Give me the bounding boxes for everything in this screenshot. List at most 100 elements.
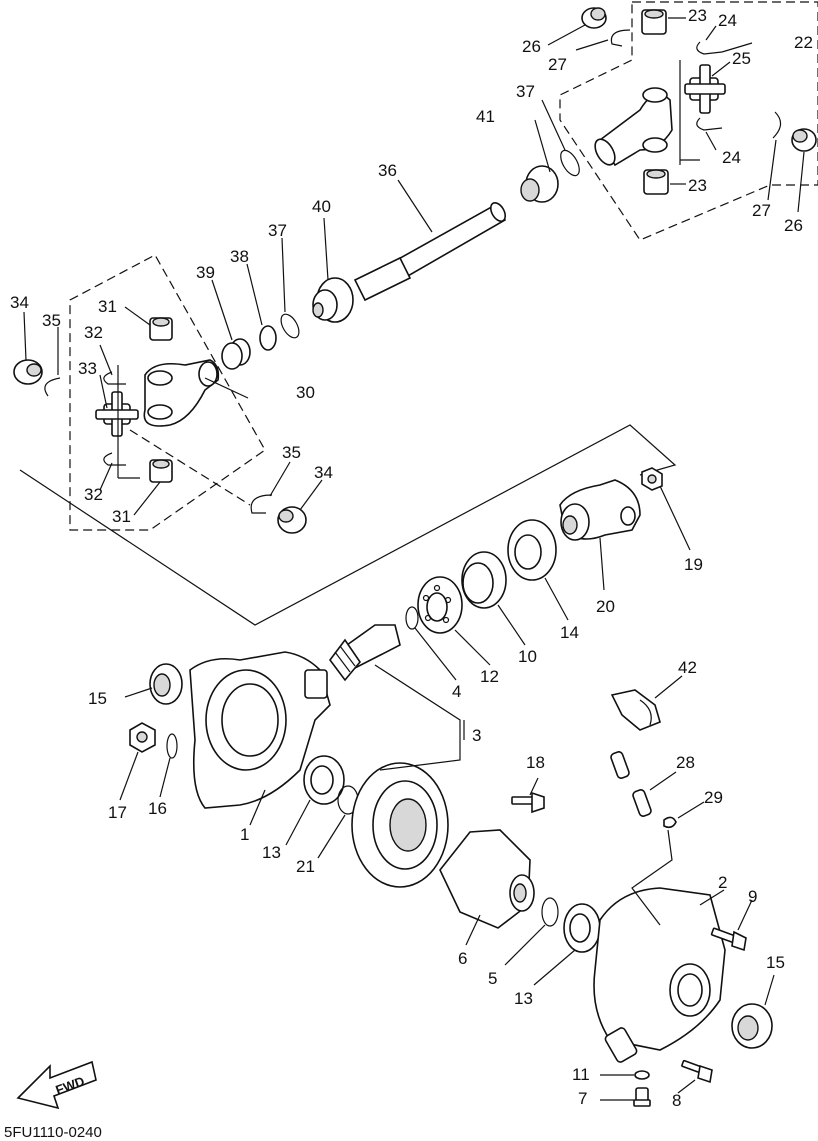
circlip-27-left (610, 29, 631, 47)
clip-29 (663, 816, 677, 829)
label-8: 8 (672, 1091, 681, 1110)
pin-28-lower (632, 789, 652, 817)
label-16: 16 (148, 799, 167, 818)
label-32b: 32 (84, 485, 103, 504)
bearing-13-left (303, 755, 345, 805)
part-number-labels: 22 23 24 25 26 27 24 23 27 26 37 41 36 4… (10, 6, 813, 1110)
bearing-cap-26-left (581, 7, 607, 29)
ring-gear (351, 762, 449, 888)
bearing-cap-34-left (13, 359, 43, 385)
clamp-42 (610, 689, 661, 731)
label-34b: 34 (314, 463, 333, 482)
nut-19 (641, 467, 663, 491)
yoke-lower (143, 359, 220, 427)
bearing-cap-26-right (791, 128, 817, 152)
differential-lower (129, 651, 773, 1107)
bearing-cap-31-top (149, 317, 173, 341)
universal-joint-assembly-lower (13, 254, 307, 534)
label-7: 7 (578, 1089, 587, 1108)
label-39: 39 (196, 263, 215, 282)
oil-seal-15-right (731, 1003, 773, 1049)
label-26b: 26 (784, 216, 803, 235)
label-33: 33 (78, 359, 97, 378)
yoke-upper (594, 87, 673, 167)
washer-11 (634, 1070, 650, 1080)
fwd-arrow-indicator: FWD (16, 1060, 97, 1110)
label-15a: 15 (88, 689, 107, 708)
circlip-37-upper (560, 149, 580, 177)
label-31b: 31 (112, 507, 131, 526)
label-11: 11 (572, 1065, 590, 1084)
label-19: 19 (684, 555, 703, 574)
label-3: 3 (472, 726, 481, 745)
label-35b: 35 (282, 443, 301, 462)
pinion-gear (329, 624, 401, 682)
bolt-8 (681, 1059, 713, 1084)
leader-lines (23, 17, 805, 1101)
bearing-housing-10 (461, 551, 507, 609)
o-ring-16 (166, 733, 178, 759)
circlip-27-right (772, 111, 782, 139)
label-37b: 37 (268, 221, 287, 240)
label-29: 29 (704, 788, 723, 807)
circlip-35-left (44, 377, 61, 397)
boot-40 (312, 277, 354, 323)
bearing-cap-23-bottom (643, 169, 669, 195)
label-27a: 27 (548, 55, 567, 74)
pin-28-upper (610, 751, 630, 779)
label-17: 17 (108, 803, 127, 822)
label-12: 12 (480, 667, 499, 686)
pinion-bearing-row (329, 467, 663, 682)
label-23a: 23 (688, 6, 707, 25)
washer-38 (259, 325, 277, 351)
label-2: 2 (718, 873, 727, 892)
bearing-13-right (563, 903, 601, 953)
label-15b: 15 (766, 953, 785, 972)
label-40: 40 (312, 197, 331, 216)
spring-39 (221, 338, 251, 370)
label-14: 14 (560, 623, 579, 642)
label-36: 36 (378, 161, 397, 180)
circlip-24-top (696, 41, 723, 55)
spider-33 (95, 391, 139, 437)
label-42: 42 (678, 658, 697, 677)
plug-7 (633, 1087, 651, 1107)
drive-shaft-36 (353, 202, 507, 302)
circlip-37-lower (280, 313, 300, 339)
nut-17 (129, 722, 156, 753)
label-4: 4 (452, 682, 461, 701)
bearing-12 (417, 576, 463, 634)
label-22: 22 (794, 33, 813, 52)
bearing-cap-31-bottom (149, 459, 173, 483)
assembly-boundary (19, 424, 677, 626)
label-24a: 24 (718, 11, 737, 30)
label-13b: 13 (514, 989, 533, 1008)
label-20: 20 (596, 597, 615, 616)
label-18: 18 (526, 753, 545, 772)
label-37a: 37 (516, 82, 535, 101)
label-9: 9 (748, 887, 757, 906)
label-35a: 35 (42, 311, 61, 330)
label-28: 28 (676, 753, 695, 772)
label-24b: 24 (722, 148, 741, 167)
label-25: 25 (732, 49, 751, 68)
spider-25 (684, 64, 726, 114)
bolt-18 (511, 791, 545, 814)
drive-shaft-assembly (221, 149, 580, 370)
label-31a: 31 (98, 297, 117, 316)
circlip-32-top (103, 371, 126, 385)
label-1: 1 (240, 825, 249, 844)
label-41: 41 (476, 107, 495, 126)
shim-5 (541, 897, 559, 927)
oil-seal-15-left (149, 663, 183, 705)
case-1 (189, 651, 331, 809)
circlip-35-right (250, 494, 273, 514)
label-13a: 13 (262, 843, 281, 862)
label-38: 38 (230, 247, 249, 266)
label-10: 10 (518, 647, 537, 666)
oil-seal-14 (507, 519, 557, 581)
bearing-cap-23-top (641, 9, 667, 35)
label-6: 6 (458, 949, 467, 968)
bolt-9 (710, 927, 747, 952)
